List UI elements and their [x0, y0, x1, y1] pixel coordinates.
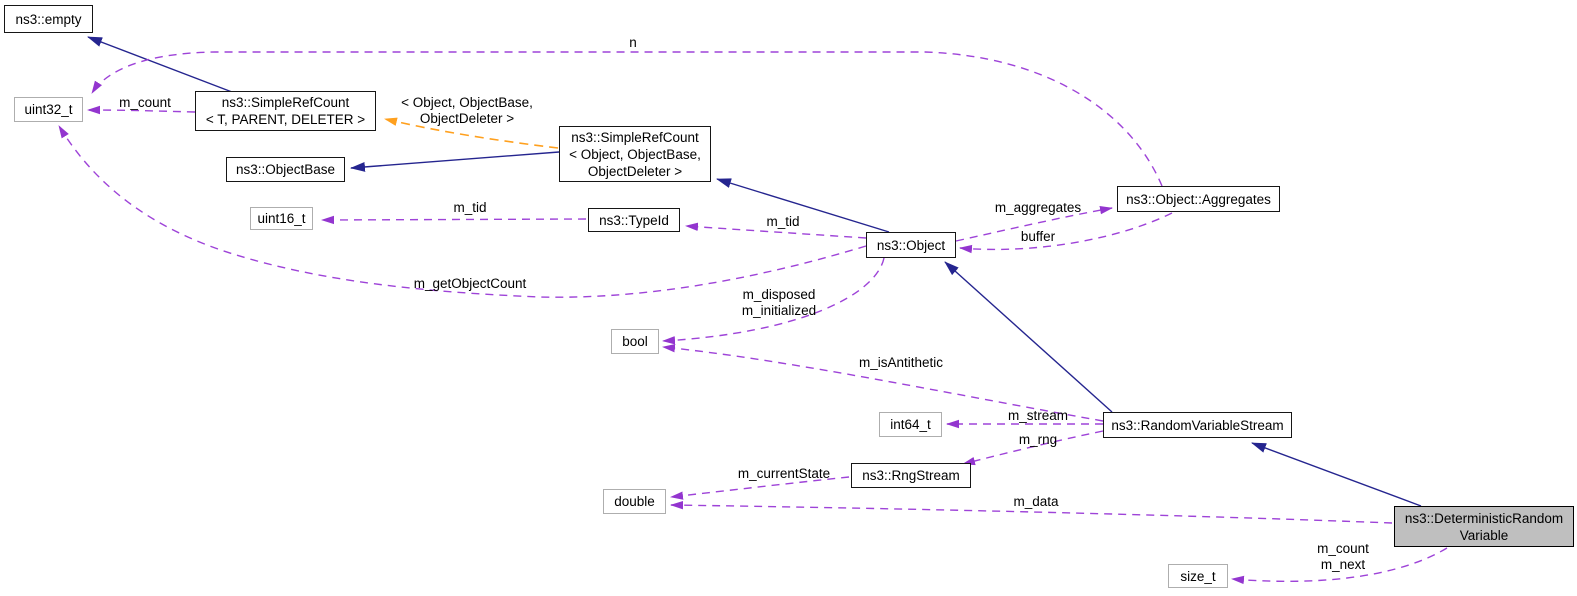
edge-label-m-currentstate: m_currentState: [737, 466, 831, 481]
node-ns3-empty[interactable]: ns3::empty: [4, 5, 93, 33]
edge-label-n: n: [629, 35, 637, 50]
edge-buffer: [959, 212, 1173, 254]
edge-m-tid-right: [685, 222, 867, 239]
node-label-line: ObjectDeleter >: [587, 163, 683, 179]
edge-label-m-getobjectcount: m_getObjectCount: [413, 276, 527, 291]
node-ns3-typeid[interactable]: ns3::TypeId: [588, 208, 680, 232]
node-uint16-t: uint16_t: [250, 207, 313, 230]
edge-label-line: m_count: [1317, 541, 1369, 556]
edge-m-aggregates: [955, 205, 1113, 242]
edge-inherit-deterministicrandomvariable-to-randomvariablestream: [1251, 442, 1422, 507]
node-label-line: < Object, ObjectBase,: [569, 146, 701, 162]
node-ns3-randomvariablestream[interactable]: ns3::RandomVariableStream: [1103, 412, 1292, 438]
node-ns3-objectbase[interactable]: ns3::ObjectBase: [226, 157, 345, 182]
edge-label-m-tid-right: m_tid: [766, 214, 800, 229]
node-size-t: size_t: [1168, 564, 1228, 588]
node-bool: bool: [611, 329, 659, 354]
node-int64-t: int64_t: [879, 412, 942, 437]
node-ns3-simplerefcount-object-objectbase-objectdeleter[interactable]: ns3::SimpleRefCount < Object, ObjectBase…: [559, 126, 711, 182]
edge-m-tid-left: [321, 215, 587, 225]
edge-m-rng: [962, 430, 1104, 466]
edge-label-line: < Object, ObjectBase,: [401, 95, 533, 110]
edge-label-m-count: m_count: [119, 95, 171, 110]
edge-inherit-simplerefcountObject-to-objectbase: [350, 151, 560, 172]
edge-label-m-stream: m_stream: [1007, 408, 1069, 423]
edge-m-data: [670, 500, 1393, 524]
node-ns3-object-aggregates[interactable]: ns3::Object::Aggregates: [1117, 186, 1280, 212]
node-label-line: < T, PARENT, DELETER >: [205, 112, 366, 127]
edge-m-currentstate: [670, 476, 850, 500]
node-label-line: Variable: [1459, 527, 1509, 543]
edge-label-line: m_next: [1320, 556, 1366, 572]
edge-n: [91, 51, 1163, 187]
node-label-line: ns3::DeterministicRandom: [1404, 510, 1564, 526]
edge-label-m-aggregates: m_aggregates: [994, 200, 1082, 215]
edge-label-line: m_disposed: [742, 287, 816, 302]
edge-label-buffer: buffer: [1020, 229, 1056, 244]
edge-inherit-simplerefcountT-to-empty: [87, 36, 233, 93]
edge-label-m-tid-left: m_tid: [453, 200, 487, 215]
node-label-line: ns3::SimpleRefCount: [571, 129, 699, 145]
edge-inherit-randomvariablestream-to-object: [944, 261, 1113, 413]
edge-label-m-count-m-next: m_count m_next: [1317, 541, 1369, 572]
node-ns3-simplerefcount-t-parent-deleter[interactable]: ns3::SimpleRefCount < T, PARENT, DELETER…: [195, 91, 376, 131]
edge-label-m-isantithetic: m_isAntithetic: [858, 355, 944, 370]
node-uint32-t: uint32_t: [14, 97, 83, 122]
edge-label-line: ObjectDeleter >: [419, 110, 515, 126]
edge-label-template-args: < Object, ObjectBase, ObjectDeleter >: [401, 95, 533, 126]
node-label-line: ns3::SimpleRefCount: [221, 95, 350, 110]
edge-label-m-data: m_data: [1013, 494, 1059, 509]
edge-m-getobjectcount: [58, 125, 867, 298]
edge-m-disposed-m-initialized: [662, 257, 885, 345]
edge-label-m-rng: m_rng: [1018, 432, 1058, 447]
node-double: double: [603, 489, 666, 514]
edge-m-count-m-next: [1231, 547, 1448, 585]
node-ns3-object[interactable]: ns3::Object: [866, 232, 956, 258]
node-ns3-deterministicrandomvariable: ns3::DeterministicRandom Variable: [1394, 506, 1574, 547]
edge-m-isantithetic: [662, 344, 1104, 422]
edge-template-instantiation: [384, 117, 559, 149]
edge-label-m-disposed-m-initialized: m_disposed m_initialized: [742, 287, 816, 318]
node-ns3-rngstream[interactable]: ns3::RngStream: [851, 463, 971, 488]
edge-inherit-object-to-simplerefcountObject: [716, 178, 890, 233]
edge-label-line: m_initialized: [741, 302, 817, 318]
